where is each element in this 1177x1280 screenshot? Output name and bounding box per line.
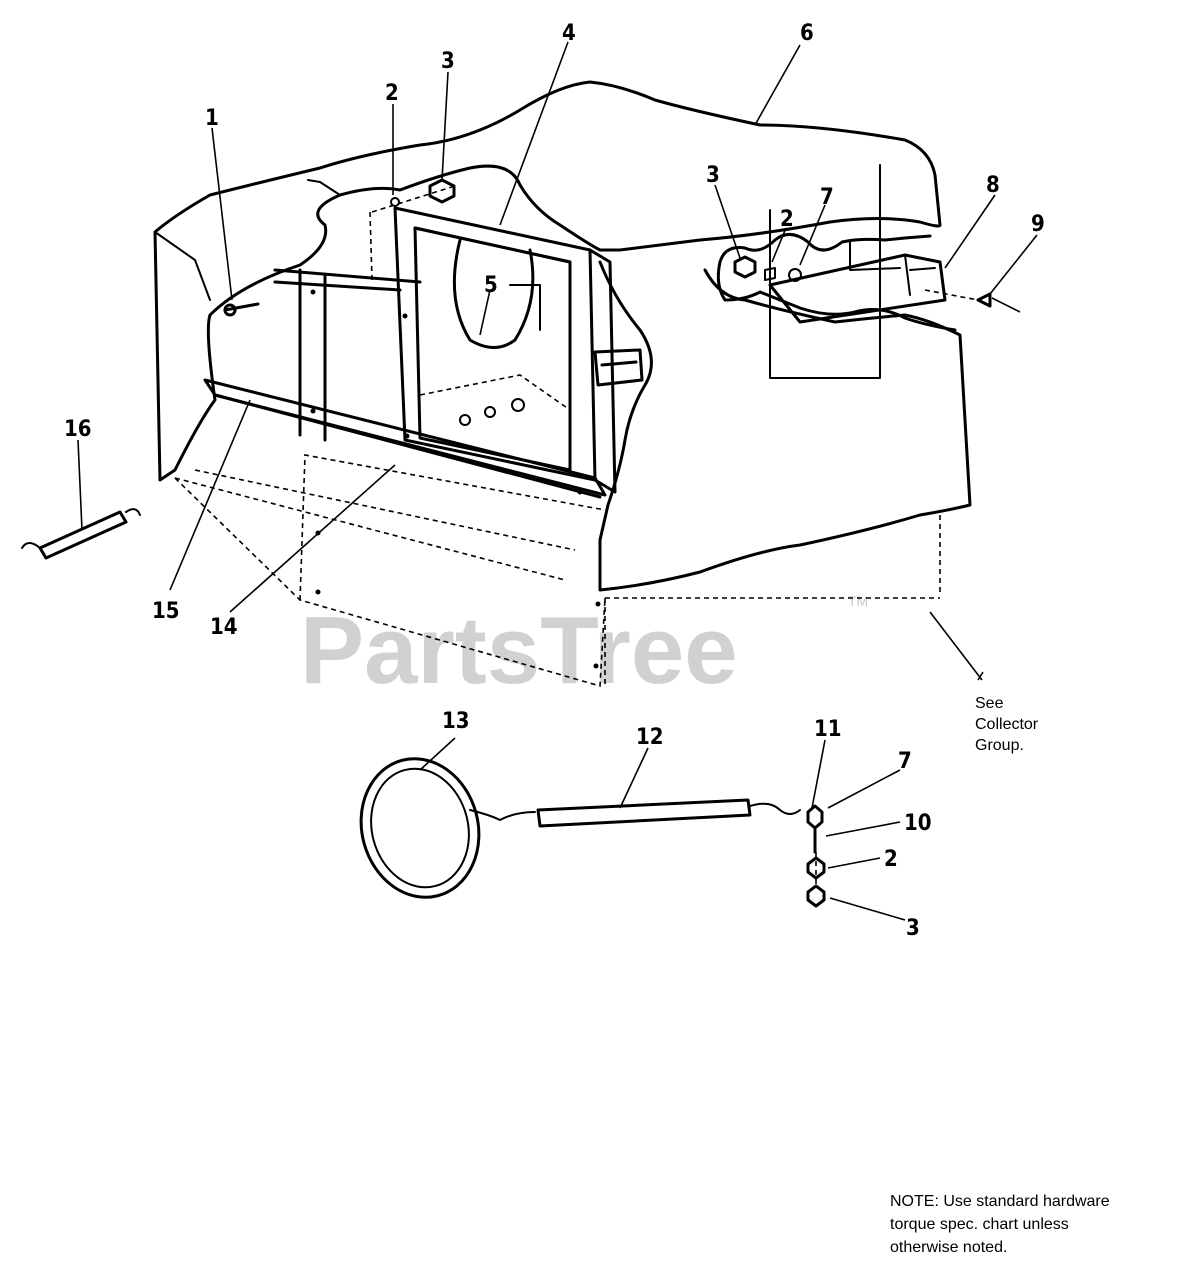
see-note-line-3: Group. bbox=[975, 737, 1024, 754]
torque-note: NOTE: Use standard hardware torque spec.… bbox=[890, 1193, 1110, 1256]
callout-8: 8 bbox=[986, 173, 1000, 198]
callout-9: 9 bbox=[1031, 212, 1045, 237]
callout-15: 15 bbox=[152, 599, 180, 624]
callout-11: 11 bbox=[814, 717, 842, 742]
leader-lines bbox=[77, 41, 1038, 921]
callout-labels: 1 2 3 4 5 6 3 2 7 8 9 16 15 14 13 12 11 … bbox=[64, 21, 1045, 941]
callout-7: 7 bbox=[820, 185, 834, 210]
callout-16: 16 bbox=[64, 417, 92, 442]
callout-4: 4 bbox=[562, 21, 576, 46]
watermark-trademark: TM bbox=[848, 593, 868, 609]
callout-3: 3 bbox=[441, 49, 455, 74]
callout-5: 5 bbox=[484, 273, 498, 298]
callout-12: 12 bbox=[636, 725, 664, 750]
callout-1: 1 bbox=[205, 106, 219, 131]
callout-2-lower: 2 bbox=[884, 847, 898, 872]
callout-10: 10 bbox=[904, 811, 932, 836]
callout-2-right: 2 bbox=[780, 207, 794, 232]
see-note-line-2: Collector bbox=[975, 716, 1039, 733]
callout-14: 14 bbox=[210, 615, 238, 640]
callout-13: 13 bbox=[442, 709, 470, 734]
hoop-strap-assembly bbox=[359, 757, 826, 908]
callout-2: 2 bbox=[385, 81, 399, 106]
callout-7-lower: 7 bbox=[898, 749, 912, 774]
note-line-2: torque spec. chart unless bbox=[890, 1216, 1069, 1233]
callout-3-lower: 3 bbox=[906, 916, 920, 941]
callout-6: 6 bbox=[800, 21, 814, 46]
note-line-1: NOTE: Use standard hardware bbox=[890, 1193, 1110, 1210]
see-collector-note: See Collector Group. bbox=[975, 695, 1039, 754]
callout-3-right: 3 bbox=[706, 163, 720, 188]
tension-spring-16 bbox=[21, 508, 141, 560]
collector-bag bbox=[153, 80, 972, 688]
collector-frame bbox=[203, 178, 1021, 499]
see-note-line-1: See bbox=[975, 695, 1004, 712]
note-line-3: otherwise noted. bbox=[890, 1239, 1007, 1256]
watermark-text: PartsTree bbox=[300, 597, 738, 704]
